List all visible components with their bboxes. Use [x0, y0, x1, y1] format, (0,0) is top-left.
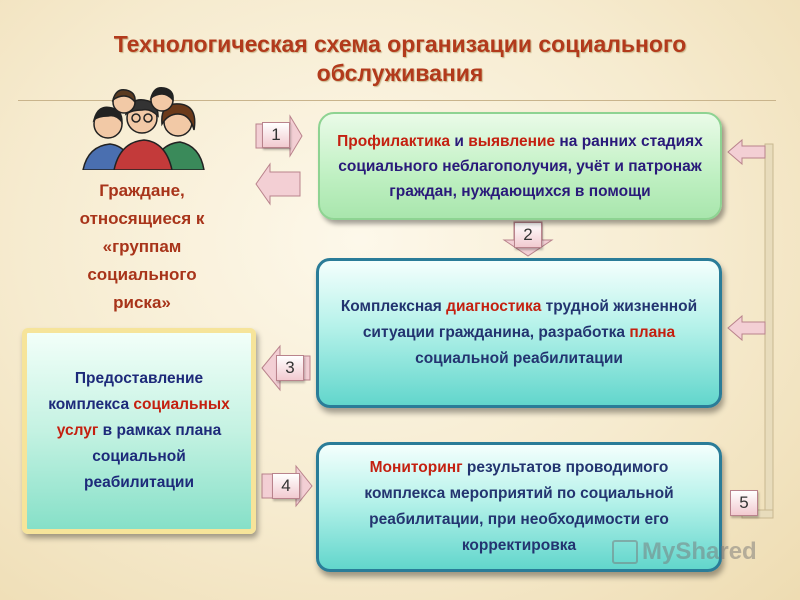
title-divider: [18, 100, 776, 101]
arrow-back-to-citizens: [255, 162, 301, 206]
title-line-2: обслуживания: [316, 60, 484, 86]
prevention-box: Профилактика и выявление на ранних стади…: [318, 112, 722, 220]
diagnostics-text: Комплексная диагностика трудной жизненно…: [339, 294, 699, 372]
watermark-text: MyShared: [642, 538, 757, 565]
people-group-icon: [82, 86, 205, 170]
feedback-line: [764, 143, 774, 519]
feedback-arrow-to-box1: [727, 138, 766, 166]
citizens-line-5: риска»: [113, 293, 171, 312]
monitoring-box: Мониторинг результатов проводимого компл…: [316, 442, 722, 572]
citizens-line-1: Граждане,: [99, 181, 185, 200]
diagnostics-box: Комплексная диагностика трудной жизненно…: [316, 258, 722, 408]
monitoring-text: Мониторинг результатов проводимого компл…: [333, 455, 705, 559]
detection-keyword: выявление: [468, 132, 556, 150]
plan-keyword: плана: [629, 324, 676, 341]
page-title: Технологическая схема организации социал…: [40, 30, 760, 88]
prevention-rest: на ранних стадиях социального неблагопол…: [338, 132, 703, 200]
step-2-label: 2: [514, 222, 542, 248]
monitoring-keyword: Мониторинг: [369, 459, 463, 476]
step-5-label: 5: [730, 490, 758, 516]
prevention-and: и: [450, 132, 469, 150]
social-services-keyword: социальных услуг: [56, 396, 230, 439]
diagnostics-part-1: Комплексная: [340, 298, 447, 315]
watermark: MyShared: [612, 538, 757, 566]
services-text: Предоставление комплекса социальных услу…: [39, 366, 239, 496]
citizens-line-3: «группам: [102, 237, 182, 256]
services-box: Предоставление комплекса социальных услу…: [22, 328, 256, 534]
diagnostics-keyword: диагностика: [446, 298, 542, 315]
prevention-text: Профилактика и выявление на ранних стади…: [334, 129, 706, 204]
services-part-1: Предоставление комплекса: [48, 370, 204, 413]
step-3-label: 3: [276, 355, 304, 381]
step-1-label: 1: [262, 122, 290, 148]
diagnostics-part-3: трудной жизненной ситуации гражданина, р…: [362, 298, 698, 341]
citizens-at-risk-label: Граждане, относящиеся к «группам социаль…: [58, 177, 226, 317]
monitoring-rest: результатов проводимого комплекса меропр…: [364, 459, 674, 554]
services-part-3: в рамках плана социальной реабилитации: [84, 422, 222, 491]
prevention-keyword: Профилактика: [337, 132, 451, 150]
step-4-label: 4: [272, 473, 300, 499]
citizens-line-4: социального: [87, 265, 197, 284]
title-line-1: Технологическая схема организации социал…: [113, 31, 687, 57]
feedback-arrow-to-box2: [727, 314, 766, 342]
citizens-line-2: относящиеся к: [79, 209, 205, 228]
diagnostics-part-5: социальной реабилитации: [415, 350, 623, 367]
chart-icon: [612, 540, 638, 564]
